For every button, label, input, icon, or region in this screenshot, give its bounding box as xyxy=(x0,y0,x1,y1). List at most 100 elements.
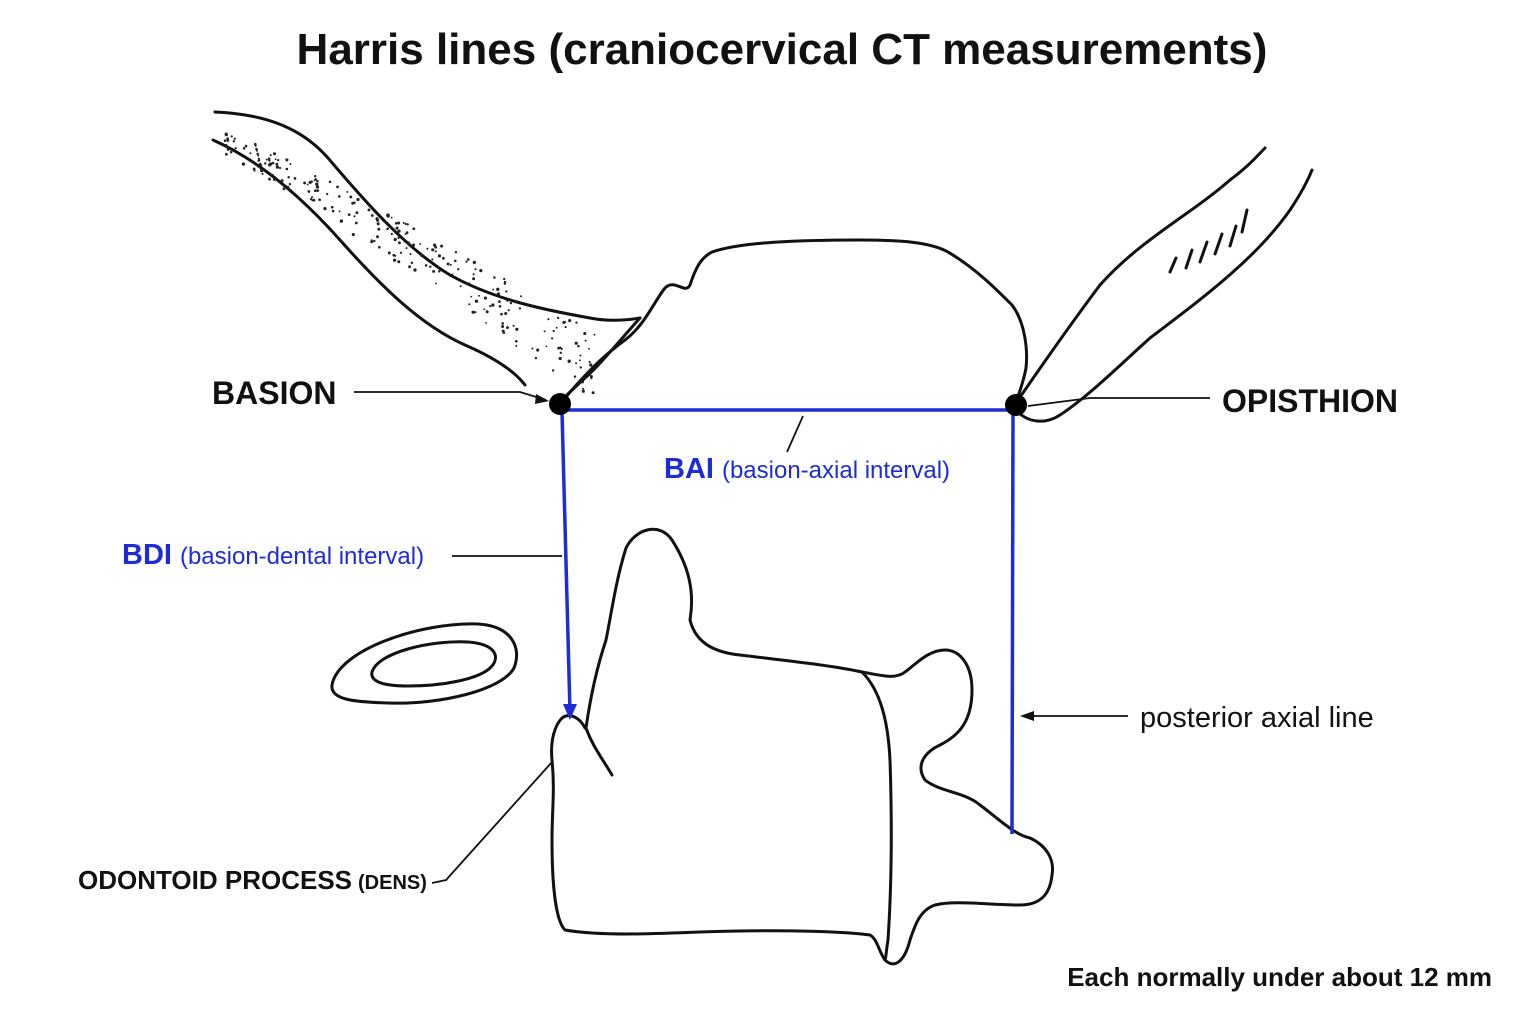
stipple-dot xyxy=(591,391,595,395)
stipple-dot xyxy=(406,223,409,226)
opisthion-label: OPISTHION xyxy=(1222,383,1398,419)
stipple-dot xyxy=(377,227,381,231)
stipple-dot xyxy=(306,183,309,186)
stipple-dot xyxy=(501,325,505,328)
stipple-dot xyxy=(440,244,444,248)
stipple-dot xyxy=(376,222,380,226)
stipple-dot xyxy=(316,179,319,183)
stipple-dot xyxy=(520,295,522,298)
stipple-dot xyxy=(515,345,518,347)
stipple-dot xyxy=(459,285,462,288)
stipple-dot xyxy=(257,157,261,161)
stipple-dot xyxy=(386,227,389,231)
stipple-dot xyxy=(551,337,554,340)
stipple-dot xyxy=(485,322,487,324)
stipple-dot xyxy=(413,268,417,272)
stipple-dot xyxy=(353,201,356,204)
stipple-dot xyxy=(498,300,501,303)
stipple-dot xyxy=(404,222,407,226)
stipple-dot xyxy=(434,245,438,249)
stipple-dot xyxy=(514,300,518,304)
stipple-dot xyxy=(579,359,581,362)
stipple-dot xyxy=(556,316,560,320)
stipple-dot xyxy=(442,256,445,260)
stipple-dot xyxy=(346,190,349,193)
stipple-dot xyxy=(241,162,246,166)
stipple-dot xyxy=(254,144,257,147)
stipple-dot xyxy=(567,359,571,363)
stipple-dot xyxy=(347,213,351,216)
stipple-dot xyxy=(277,158,280,162)
stipple-dot xyxy=(397,260,401,264)
stipple-dot xyxy=(275,165,280,169)
stipple-dot xyxy=(434,250,437,253)
stipple-dot xyxy=(268,159,271,162)
stipple-dot xyxy=(531,305,534,308)
stipple-dot xyxy=(465,260,468,263)
stipple-dot xyxy=(559,351,563,355)
stipple-dot xyxy=(590,377,593,380)
stipple-dot xyxy=(552,329,555,333)
bai-leader xyxy=(786,415,804,453)
stipple-dot xyxy=(397,236,400,240)
bdi-label: BDI(basion-dental interval) xyxy=(122,539,424,571)
stipple-dot xyxy=(258,159,261,162)
stipple-dot xyxy=(353,215,356,218)
odontoid-label: ODONTOID PROCESS(DENS) xyxy=(78,865,427,895)
stipple-dot xyxy=(434,282,437,285)
stipple-dot xyxy=(394,222,398,225)
stipple-dot xyxy=(493,276,496,279)
stipple-dot xyxy=(373,239,376,243)
stipple-dot xyxy=(377,245,381,249)
stipple-dot xyxy=(267,157,271,160)
stipple-dot xyxy=(471,310,475,314)
stipple-dot xyxy=(466,282,469,285)
stipple-dot xyxy=(562,321,566,324)
stipple-dot xyxy=(390,232,393,236)
stipple-dot xyxy=(588,347,590,350)
stipple-dot xyxy=(390,216,393,219)
stipple-dot xyxy=(446,262,450,266)
stipple-dot xyxy=(255,149,258,152)
stipple-dot xyxy=(474,268,477,271)
stipple-dot xyxy=(226,148,230,151)
bdi-abbr: BDI xyxy=(122,539,172,571)
stipple-dot xyxy=(474,299,479,303)
stipple-dot xyxy=(547,318,550,321)
stipple-dot xyxy=(310,196,314,199)
stipple-dot xyxy=(454,250,458,254)
stipple-dot xyxy=(491,303,495,307)
stipple-dot xyxy=(472,277,476,281)
stipple-dot xyxy=(230,135,233,138)
stipple-dot xyxy=(483,296,487,300)
stipple-dot xyxy=(483,308,486,311)
occipital-bone-right xyxy=(1014,146,1314,423)
stipple-dot xyxy=(314,175,317,178)
stipple-dot xyxy=(271,161,275,165)
stipple-dot xyxy=(265,158,268,161)
stipple-dot xyxy=(394,254,397,257)
stipple-dot xyxy=(261,172,264,175)
axis-c2-vertebra xyxy=(550,527,1055,966)
stipple-dot xyxy=(225,143,228,146)
stipple-dot xyxy=(354,221,358,225)
stipple-dot xyxy=(467,258,470,261)
normal-range-note: Each normally under about 12 mm xyxy=(1067,962,1492,992)
stipple-dot xyxy=(309,198,313,201)
bdi-line xyxy=(560,411,572,713)
stipple-dot xyxy=(409,252,412,256)
stipple-dot xyxy=(330,205,334,209)
stipple-dot xyxy=(310,180,313,183)
stipple-dot xyxy=(551,369,555,372)
stipple-dot xyxy=(478,294,481,297)
stipple-dot xyxy=(564,326,567,329)
stipple-dot xyxy=(339,219,344,223)
stipple-dot xyxy=(438,270,441,273)
stipple-dot xyxy=(545,345,548,348)
stipple-dot xyxy=(437,254,442,258)
stipple-dot xyxy=(419,242,422,245)
stipple-dot xyxy=(496,287,500,291)
stipple-dot xyxy=(560,347,563,350)
stipple-dot xyxy=(313,189,317,193)
